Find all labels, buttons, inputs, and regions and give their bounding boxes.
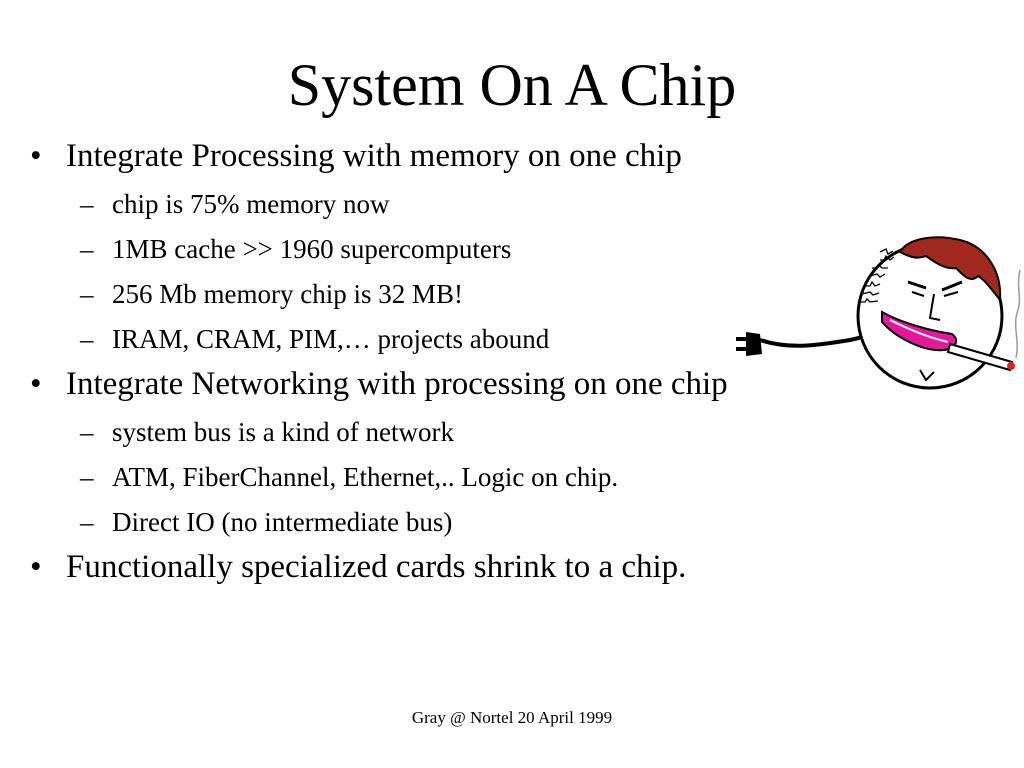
sub-bullet-item: – IRAM, CRAM, PIM,… projects abound	[30, 317, 890, 362]
bullet-text: Integrate Networking with processing on …	[66, 366, 728, 402]
sub-bullet-text: system bus is a kind of network	[112, 417, 454, 447]
sub-bullet-text: chip is 75% memory now	[112, 189, 390, 219]
smoke-trail	[1014, 269, 1021, 359]
dash-glyph: –	[80, 324, 94, 354]
sub-bullet-item: – system bus is a kind of network	[30, 410, 890, 455]
sub-bullet-item: – chip is 75% memory now	[30, 182, 890, 227]
hair	[898, 236, 1002, 303]
sub-bullet-item: – ATM, FiberChannel, Ethernet,.. Logic o…	[30, 455, 890, 500]
dash-glyph: –	[80, 507, 94, 537]
sub-bullet-text: Direct IO (no intermediate bus)	[112, 507, 453, 537]
sub-bullet-text: ATM, FiberChannel, Ethernet,.. Logic on …	[112, 462, 619, 492]
dash-glyph: –	[80, 234, 94, 264]
sub-bullet-list: – system bus is a kind of network – ATM,…	[30, 410, 890, 545]
bullet-glyph: •	[30, 138, 42, 174]
sub-bullet-text: IRAM, CRAM, PIM,… projects abound	[112, 324, 550, 354]
sub-bullet-item: – 256 Mb memory chip is 32 MB!	[30, 272, 890, 317]
dash-glyph: –	[80, 279, 94, 309]
slide-title: System On A Chip	[287, 52, 737, 118]
bullet-glyph: •	[30, 549, 42, 585]
sub-bullet-item: – 1MB cache >> 1960 supercomputers	[30, 227, 890, 272]
dash-glyph: –	[80, 462, 94, 492]
bullet-list: • Integrate Processing with memory on on…	[30, 134, 890, 593]
bullet-glyph: •	[30, 366, 42, 402]
sub-bullet-text: 1MB cache >> 1960 supercomputers	[112, 234, 512, 264]
circuit-scribble-icon	[858, 248, 895, 303]
sub-bullet-item: – Direct IO (no intermediate bus)	[30, 500, 890, 545]
slide-footer: Gray @ Nortel 20 April 1999	[411, 708, 613, 727]
smoking-chip-face-icon	[736, 236, 1021, 390]
bullet-text: Functionally specialized cards shrink to…	[66, 549, 687, 585]
bullet-item: • Functionally specialized cards shrink …	[30, 545, 890, 589]
cigarette-icon	[946, 342, 1015, 372]
dash-glyph: –	[80, 189, 94, 219]
sub-bullet-text: 256 Mb memory chip is 32 MB!	[112, 279, 463, 309]
bullet-item: • Integrate Processing with memory on on…	[30, 134, 890, 178]
bullet-text: Integrate Processing with memory on one …	[66, 138, 682, 174]
sub-bullet-list: – chip is 75% memory now – 1MB cache >> …	[30, 182, 890, 362]
bullet-item: • Integrate Networking with processing o…	[30, 362, 890, 406]
dash-glyph: –	[80, 417, 94, 447]
